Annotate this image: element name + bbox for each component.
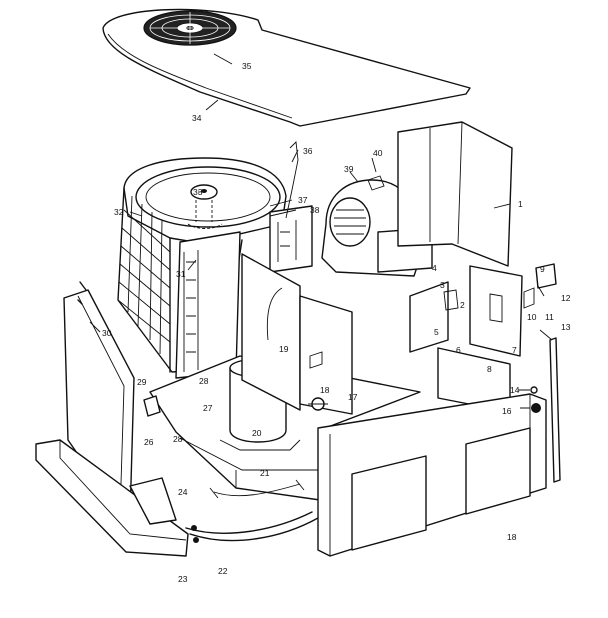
wiring-harness <box>185 479 319 543</box>
callout-labels: 35 34 36 40 39 1 33 37 38 32 31 4 3 2 9 … <box>102 61 571 584</box>
small-parts <box>143 141 561 483</box>
callout-37: 37 <box>298 195 308 205</box>
callout-9: 9 <box>540 264 545 274</box>
callout-31: 31 <box>176 269 186 279</box>
center-partition <box>175 205 313 379</box>
callout-34: 34 <box>192 113 202 123</box>
callout-26: 26 <box>144 437 154 447</box>
callout-18b: 18 <box>507 532 517 542</box>
callout-33: 33 <box>193 187 203 197</box>
callout-21: 21 <box>260 468 270 478</box>
callout-19: 19 <box>279 344 289 354</box>
callout-16: 16 <box>502 406 512 416</box>
callout-3: 3 <box>440 280 445 290</box>
control-box <box>409 265 523 413</box>
callout-28a: 28 <box>199 376 209 386</box>
callout-39: 39 <box>344 164 354 174</box>
callout-30: 30 <box>102 328 112 338</box>
callout-8: 8 <box>487 364 492 374</box>
callout-32: 32 <box>114 207 124 217</box>
fan-grille <box>143 10 237 46</box>
callout-36: 36 <box>303 146 313 156</box>
inner-panels <box>241 253 353 415</box>
callout-27: 27 <box>203 403 213 413</box>
callout-12: 12 <box>561 293 571 303</box>
callout-6: 6 <box>456 345 461 355</box>
callout-18a: 18 <box>320 385 330 395</box>
leader-lines <box>89 53 553 409</box>
callout-35: 35 <box>242 61 252 71</box>
callout-17: 17 <box>348 392 358 402</box>
rear-panel <box>397 121 513 267</box>
callout-20: 20 <box>252 428 262 438</box>
callout-14: 14 <box>510 385 520 395</box>
callout-1: 1 <box>518 199 523 209</box>
callout-28b: 28 <box>173 434 183 444</box>
access-panel <box>317 393 547 557</box>
callout-23: 23 <box>178 574 188 584</box>
callout-4: 4 <box>432 263 437 273</box>
callout-13: 13 <box>561 322 571 332</box>
condenser-coil <box>117 157 287 373</box>
callout-29: 29 <box>137 377 147 387</box>
callout-2: 2 <box>460 300 465 310</box>
callout-24: 24 <box>178 487 188 497</box>
callout-11: 11 <box>545 312 554 322</box>
callout-5: 5 <box>434 327 439 337</box>
callout-22: 22 <box>218 566 228 576</box>
base-rail <box>35 439 189 557</box>
callout-38: 38 <box>310 205 320 215</box>
callout-10: 10 <box>527 312 537 322</box>
callout-7: 7 <box>512 345 517 355</box>
callout-40: 40 <box>373 148 383 158</box>
